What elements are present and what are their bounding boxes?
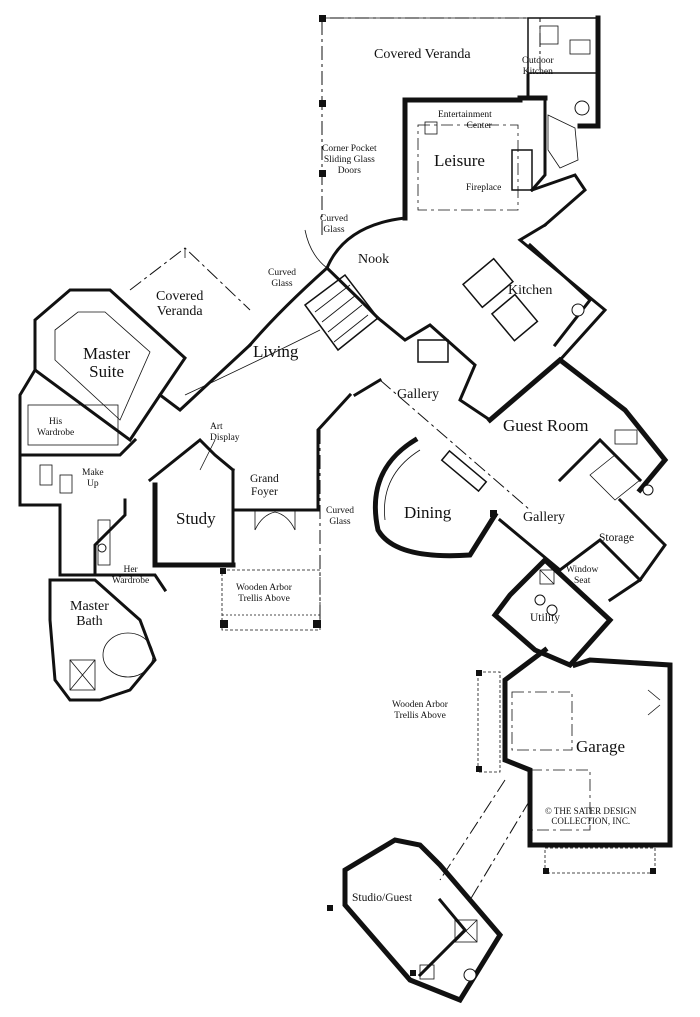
covered-veranda-left-line1: Covered: [156, 289, 204, 304]
gallery-center-label: Gallery: [397, 387, 439, 402]
outdoor-kitchen-line1: Outdoor: [522, 56, 554, 66]
art-display-line1: Art: [210, 422, 223, 432]
make-up-label: Make Up: [82, 468, 104, 490]
grand-foyer-line2: Foyer: [250, 485, 278, 498]
entertainment-center-line1: Entertainment: [438, 110, 492, 120]
master-bath-line1: Master: [70, 599, 109, 614]
grand-foyer-label: Grand Foyer: [250, 473, 279, 498]
studio-guest-walls: [327, 837, 504, 1004]
wooden-arbor-garage: [476, 670, 656, 874]
window-seat-label: Window Seat: [566, 565, 598, 587]
fireplace-label: Fireplace: [466, 183, 502, 193]
corner-pocket-line3: Doors: [337, 165, 361, 176]
wooden-arbor-garage-line2: Trellis Above: [394, 710, 446, 721]
corner-pocket-line1: Corner Pocket: [322, 144, 377, 154]
art-display-label: Art Display: [210, 422, 240, 444]
window-seat-line2: Seat: [573, 575, 591, 586]
master-suite-label: Master Suite: [83, 345, 130, 381]
her-wardrobe-line2: Wardrobe: [112, 575, 150, 586]
wooden-arbor-front-line1: Wooden Arbor: [236, 583, 292, 593]
utility-walls: [491, 556, 614, 669]
curved-glass-nook-line2: Glass: [323, 224, 345, 235]
master-suite-walls: [33, 265, 330, 443]
covered-veranda-top-label: Covered Veranda: [374, 47, 471, 62]
curved-glass-living-line2: Glass: [271, 278, 293, 289]
his-wardrobe-walls: [18, 367, 138, 507]
covered-veranda-left-line2: Veranda: [156, 303, 203, 319]
curved-glass-dining-label: Curved Glass: [326, 506, 354, 528]
wooden-arbor-front-label: Wooden Arbor Trellis Above: [236, 583, 292, 605]
master-suite-line1: Master: [83, 344, 131, 363]
kitchen-label: Kitchen: [508, 283, 553, 298]
storage-label: Storage: [599, 532, 635, 544]
curved-glass-living-label: Curved Glass: [268, 268, 296, 290]
copyright-label: © THE SATER DESIGN COLLECTION, INC.: [545, 806, 636, 827]
nook-label: Nook: [358, 252, 390, 267]
wooden-arbor-garage-label: Wooden Arbor Trellis Above: [392, 700, 448, 722]
master-bath-label: Master Bath: [70, 599, 109, 629]
make-up-line1: Make: [82, 468, 104, 478]
copyright-line2: COLLECTION, INC.: [551, 816, 631, 827]
curved-glass-nook-label: Curved Glass: [320, 214, 348, 236]
nook-walls: [304, 173, 587, 321]
storage-walls: [497, 497, 667, 603]
curved-glass-dining-line2: Glass: [329, 516, 351, 527]
guest-room-walls: [486, 356, 669, 501]
dining-walls: [372, 436, 499, 559]
outdoor-kitchen-label: Outdoor Kitchen: [522, 56, 554, 78]
living-label: Living: [253, 342, 299, 361]
wooden-arbor-front: [220, 430, 321, 631]
utility-label: Utility: [530, 612, 561, 624]
garage-label: Garage: [576, 737, 626, 756]
entertainment-center-label: Entertainment Center: [438, 110, 492, 132]
gallery-right-label: Gallery: [523, 510, 565, 525]
entertainment-center-line2: Center: [466, 120, 492, 131]
curved-glass-dining-line1: Curved: [326, 506, 354, 516]
corner-pocket-line2: Sliding Glass: [323, 154, 375, 165]
wooden-arbor-garage-line1: Wooden Arbor: [392, 700, 448, 710]
kitchen-walls: [461, 222, 608, 363]
grand-foyer-line1: Grand: [250, 473, 279, 485]
study-label: Study: [176, 509, 216, 528]
guest-room-label: Guest Room: [503, 416, 589, 435]
his-wardrobe-line2: Wardrobe: [37, 427, 75, 438]
his-wardrobe-label: His Wardrobe: [37, 417, 74, 439]
breezeway: [439, 779, 531, 901]
dining-label: Dining: [404, 503, 452, 522]
curved-glass-nook-line1: Curved: [320, 214, 348, 224]
master-bath-walls: [48, 498, 168, 702]
art-display-line2: Display: [210, 432, 240, 443]
master-suite-line2: Suite: [89, 361, 125, 381]
curved-glass-living-line1: Curved: [268, 268, 296, 278]
make-up-line2: Up: [87, 478, 99, 489]
wooden-arbor-front-line2: Trellis Above: [238, 593, 290, 604]
studio-guest-label: Studio/Guest: [352, 892, 413, 904]
her-wardrobe-label: Her Wardrobe: [112, 565, 149, 587]
copyright-line1: © THE SATER DESIGN: [545, 806, 637, 816]
covered-veranda-left-outline: [129, 247, 251, 311]
leisure-walls: [402, 95, 579, 221]
leisure-label: Leisure: [434, 151, 485, 170]
stair: [303, 273, 380, 352]
outdoor-kitchen-line2: Kitchen: [522, 66, 553, 77]
gallery-center-walls: [352, 315, 531, 511]
window-seat-line1: Window: [566, 565, 599, 575]
study-walls: [147, 392, 353, 568]
corner-pocket-doors-label: Corner Pocket Sliding Glass Doors: [322, 144, 377, 177]
his-wardrobe-line1: His: [49, 417, 63, 427]
covered-veranda-left-label: Covered Veranda: [156, 289, 204, 319]
master-bath-line2: Bath: [76, 613, 103, 629]
her-wardrobe-line1: Her: [123, 565, 138, 575]
